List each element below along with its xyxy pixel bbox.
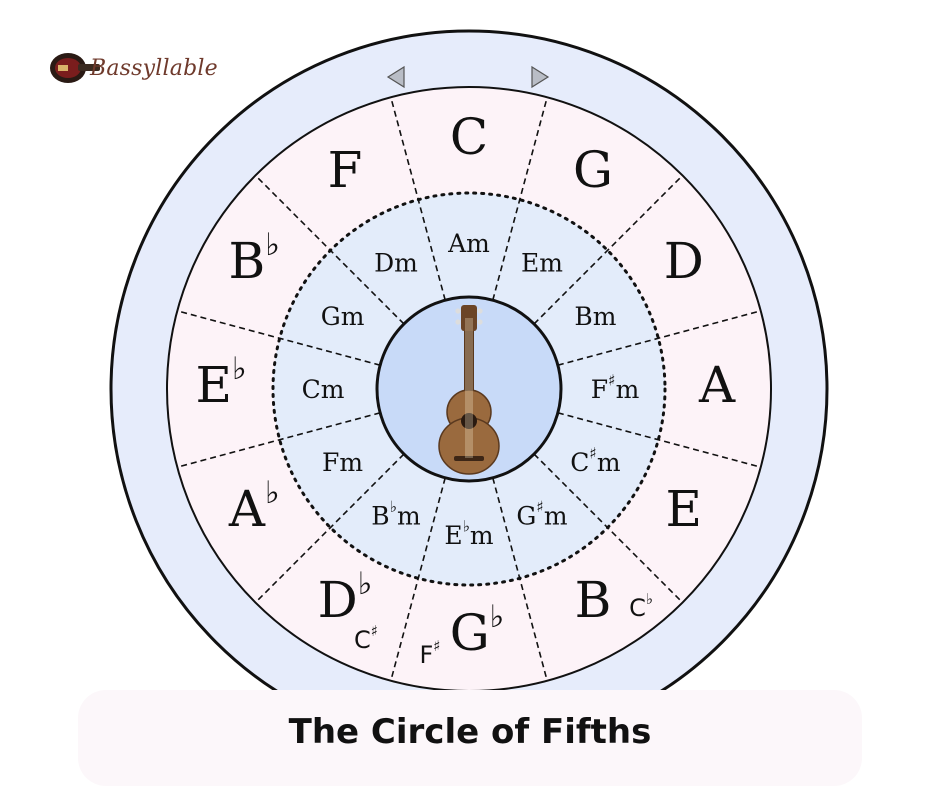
minor-key-label: G♯m	[516, 498, 568, 530]
diagram-caption: The Circle of Fifths	[288, 712, 652, 752]
tuning-peg	[477, 319, 483, 325]
minor-key-label: C♯m	[570, 445, 621, 477]
ukulele-soundhole	[461, 413, 477, 429]
sector-divider	[557, 412, 761, 468]
key-labels: C GD A EB G♭ D♭ A♭ E♭ B♭ F C♭ F♯ C♯ AmEmBmF♯mC♯mG♯mE♭…	[195, 108, 736, 669]
sector-divider	[533, 174, 684, 325]
enharmonic-key-label: C♭	[629, 590, 653, 622]
minor-key-label: Am	[447, 229, 490, 258]
sector-divider	[390, 97, 446, 301]
ukulele-headstock	[461, 305, 477, 331]
major-key-label: A	[698, 356, 736, 414]
enharmonic-key-label: C♯	[354, 622, 378, 654]
caption-box	[78, 690, 862, 786]
minor-key-label: B♭m	[371, 498, 421, 530]
enharmonic-key-label: F♯	[419, 637, 440, 669]
minor-key-label: E♭m	[444, 518, 494, 550]
ukulele-bridge	[454, 456, 484, 461]
tuning-peg	[455, 308, 461, 314]
sector-divider	[557, 310, 761, 366]
tuning-peg	[455, 319, 461, 325]
sector-divider	[492, 477, 548, 681]
center-hub	[375, 295, 563, 483]
sector-divider	[177, 310, 381, 366]
logo-text: Bassyllable	[90, 55, 218, 81]
minor-key-label: F♯m	[591, 372, 640, 404]
minor-key-label: Dm	[374, 248, 418, 277]
minor-key-label: Em	[521, 248, 563, 277]
major-key-label: D♭	[318, 565, 373, 629]
rotate-clockwise-arrow-icon	[531, 65, 550, 89]
rotation-arrows	[386, 65, 550, 89]
sector-divider	[390, 477, 446, 681]
major-key-label: G	[573, 141, 613, 199]
major-key-label: E♭	[195, 351, 246, 415]
major-key-label: B♭	[229, 227, 280, 291]
ukulele-icon	[438, 305, 500, 475]
minor-key-label: Fm	[322, 448, 363, 477]
major-key-label: A♭	[228, 475, 280, 539]
sector-divider	[533, 453, 684, 604]
minor-key-label: Gm	[321, 302, 365, 331]
logo: Bassyllable	[48, 48, 218, 88]
major-key-label: E	[666, 480, 703, 538]
divider-group	[177, 97, 761, 681]
minor-key-label: Cm	[302, 375, 345, 404]
tuning-peg	[477, 308, 483, 314]
sector-dividers	[177, 97, 761, 681]
sector-divider	[254, 453, 405, 604]
sector-divider	[254, 174, 405, 325]
major-key-label: D	[664, 232, 704, 290]
ukulele-neck	[464, 331, 474, 399]
sector-divider	[492, 97, 548, 301]
sector-divider	[177, 412, 381, 468]
major-key-label: C	[450, 108, 488, 166]
major-key-label: B	[575, 571, 612, 629]
major-key-label: G♭	[450, 599, 505, 663]
bass-guitar-icon	[50, 53, 100, 83]
major-key-label: F	[328, 141, 363, 199]
minor-key-label: Bm	[574, 302, 616, 331]
rotate-counterclockwise-arrow-icon	[386, 65, 405, 89]
